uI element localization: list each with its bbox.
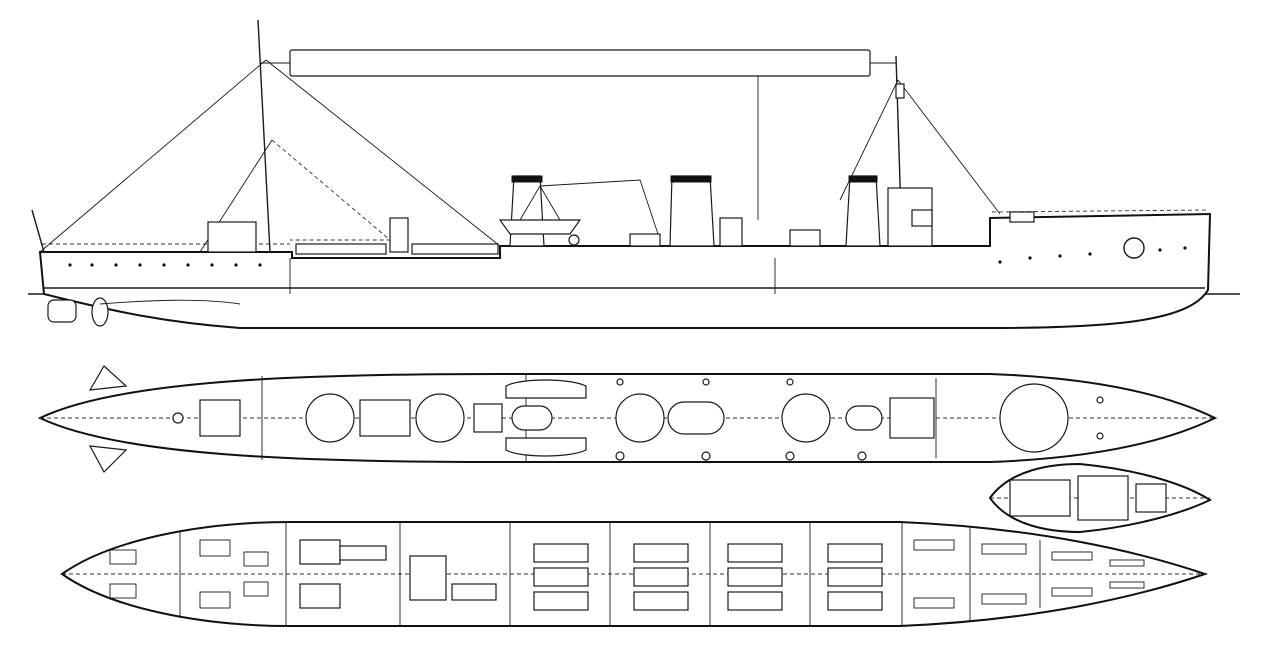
midship-gun — [629, 233, 661, 247]
turbine-casing-2 — [451, 583, 497, 601]
torpedo-tube-mount-2 — [415, 393, 465, 443]
skylight-aft — [359, 399, 411, 437]
turbine-2 — [299, 583, 341, 609]
deck-fittings — [172, 378, 1104, 461]
boat-davits — [519, 179, 661, 241]
bow-compartment-1 — [1009, 479, 1071, 517]
turbine-1 — [299, 539, 341, 565]
fore-mast-stay — [897, 79, 1001, 215]
bow-platform-detail — [988, 462, 1213, 534]
bridge-plan — [889, 397, 935, 439]
chart-house — [911, 209, 933, 227]
skylight-mid — [473, 403, 503, 433]
boom-rigging — [271, 139, 392, 241]
boat-starboard — [505, 437, 587, 457]
stern-flagstaff — [31, 209, 45, 253]
forecastle-gun-platform — [999, 383, 1069, 453]
torpedo-tube-mount-3 — [615, 393, 665, 443]
bow-compartment-2 — [1077, 475, 1129, 521]
aft-deckhouse-plan — [199, 399, 241, 437]
forecastle-gun — [1009, 211, 1035, 223]
portholes — [68, 246, 1187, 267]
funnel-middle-top — [667, 401, 725, 435]
funnel-aft — [509, 175, 545, 247]
bulkheads — [179, 522, 1041, 626]
mast-lamp — [895, 83, 905, 99]
stern-fin-top — [88, 365, 128, 391]
deck-plan-view — [37, 365, 1218, 473]
stern-fin-bottom — [88, 445, 128, 473]
condenser — [409, 555, 447, 601]
main-mast-stay-aft — [39, 59, 267, 253]
main-mast — [257, 19, 271, 253]
hull-profile — [38, 212, 1212, 329]
antenna-spreader — [289, 49, 871, 77]
searchlight-tower — [389, 217, 409, 253]
rudder — [47, 299, 77, 323]
aft-cabins — [109, 539, 269, 609]
ships-boat — [498, 219, 582, 235]
anchor-hawse — [1123, 237, 1145, 259]
propeller-shaft — [99, 299, 241, 305]
torpedo-tube-mount-4 — [781, 393, 831, 443]
funnel-aft-cap — [511, 175, 543, 183]
mid-deckhouse-aft — [411, 243, 499, 255]
aft-torpedo-tubes — [295, 243, 387, 255]
funnel-fore — [845, 175, 881, 247]
hull-internal-plan-view — [60, 521, 1209, 627]
forward-crew-spaces — [913, 539, 1145, 609]
engine-room-vent — [719, 217, 743, 247]
bow-compartment-3 — [1135, 483, 1167, 513]
main-mast-stay-fwd — [265, 59, 501, 247]
funnel-fore-cap — [848, 175, 878, 183]
torpedo-tube-mount-1 — [305, 393, 355, 443]
funnel-middle — [669, 175, 715, 247]
propeller — [91, 297, 109, 327]
boat-port — [505, 379, 587, 399]
funnel-aft-top — [511, 405, 553, 431]
funnel-middle-cap — [670, 175, 712, 183]
boilers — [533, 543, 883, 611]
funnel-fore-top — [845, 405, 883, 431]
aft-deckhouse — [207, 221, 257, 253]
side-profile-view — [28, 19, 1240, 329]
fore-gun-aft — [789, 229, 821, 247]
turbine-casing-1 — [339, 545, 387, 561]
ventilator — [568, 234, 580, 246]
